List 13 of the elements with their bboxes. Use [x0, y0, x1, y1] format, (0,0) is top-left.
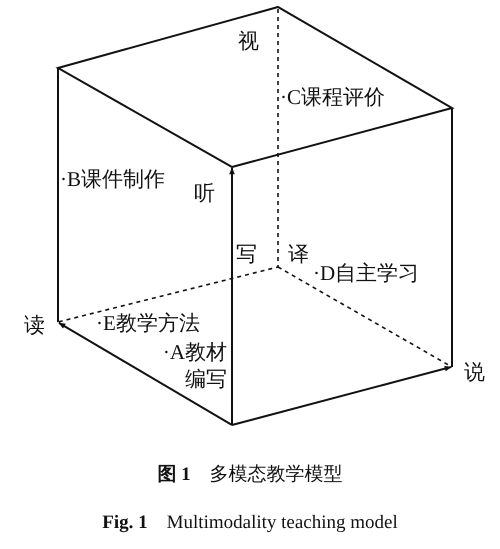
- axis-label: 说: [464, 359, 485, 385]
- item-text: ·D自主学习: [313, 260, 420, 286]
- axis-label: 译: [288, 241, 309, 267]
- item-text: ·E教学方法: [96, 310, 200, 336]
- item-text: ·A教材编写: [162, 339, 227, 393]
- axis-label: 读: [24, 312, 45, 338]
- axis-label: 听: [194, 180, 215, 206]
- caption-text: Fig. 1 Multimodality teaching model: [102, 512, 398, 533]
- caption-text: 图 1 多模态教学模型: [157, 464, 343, 485]
- axis-label: 写: [236, 241, 257, 267]
- axis-label: 视: [238, 28, 259, 54]
- item-text: ·B课件制作: [60, 166, 165, 192]
- item-text: ·C课程评价: [280, 84, 385, 110]
